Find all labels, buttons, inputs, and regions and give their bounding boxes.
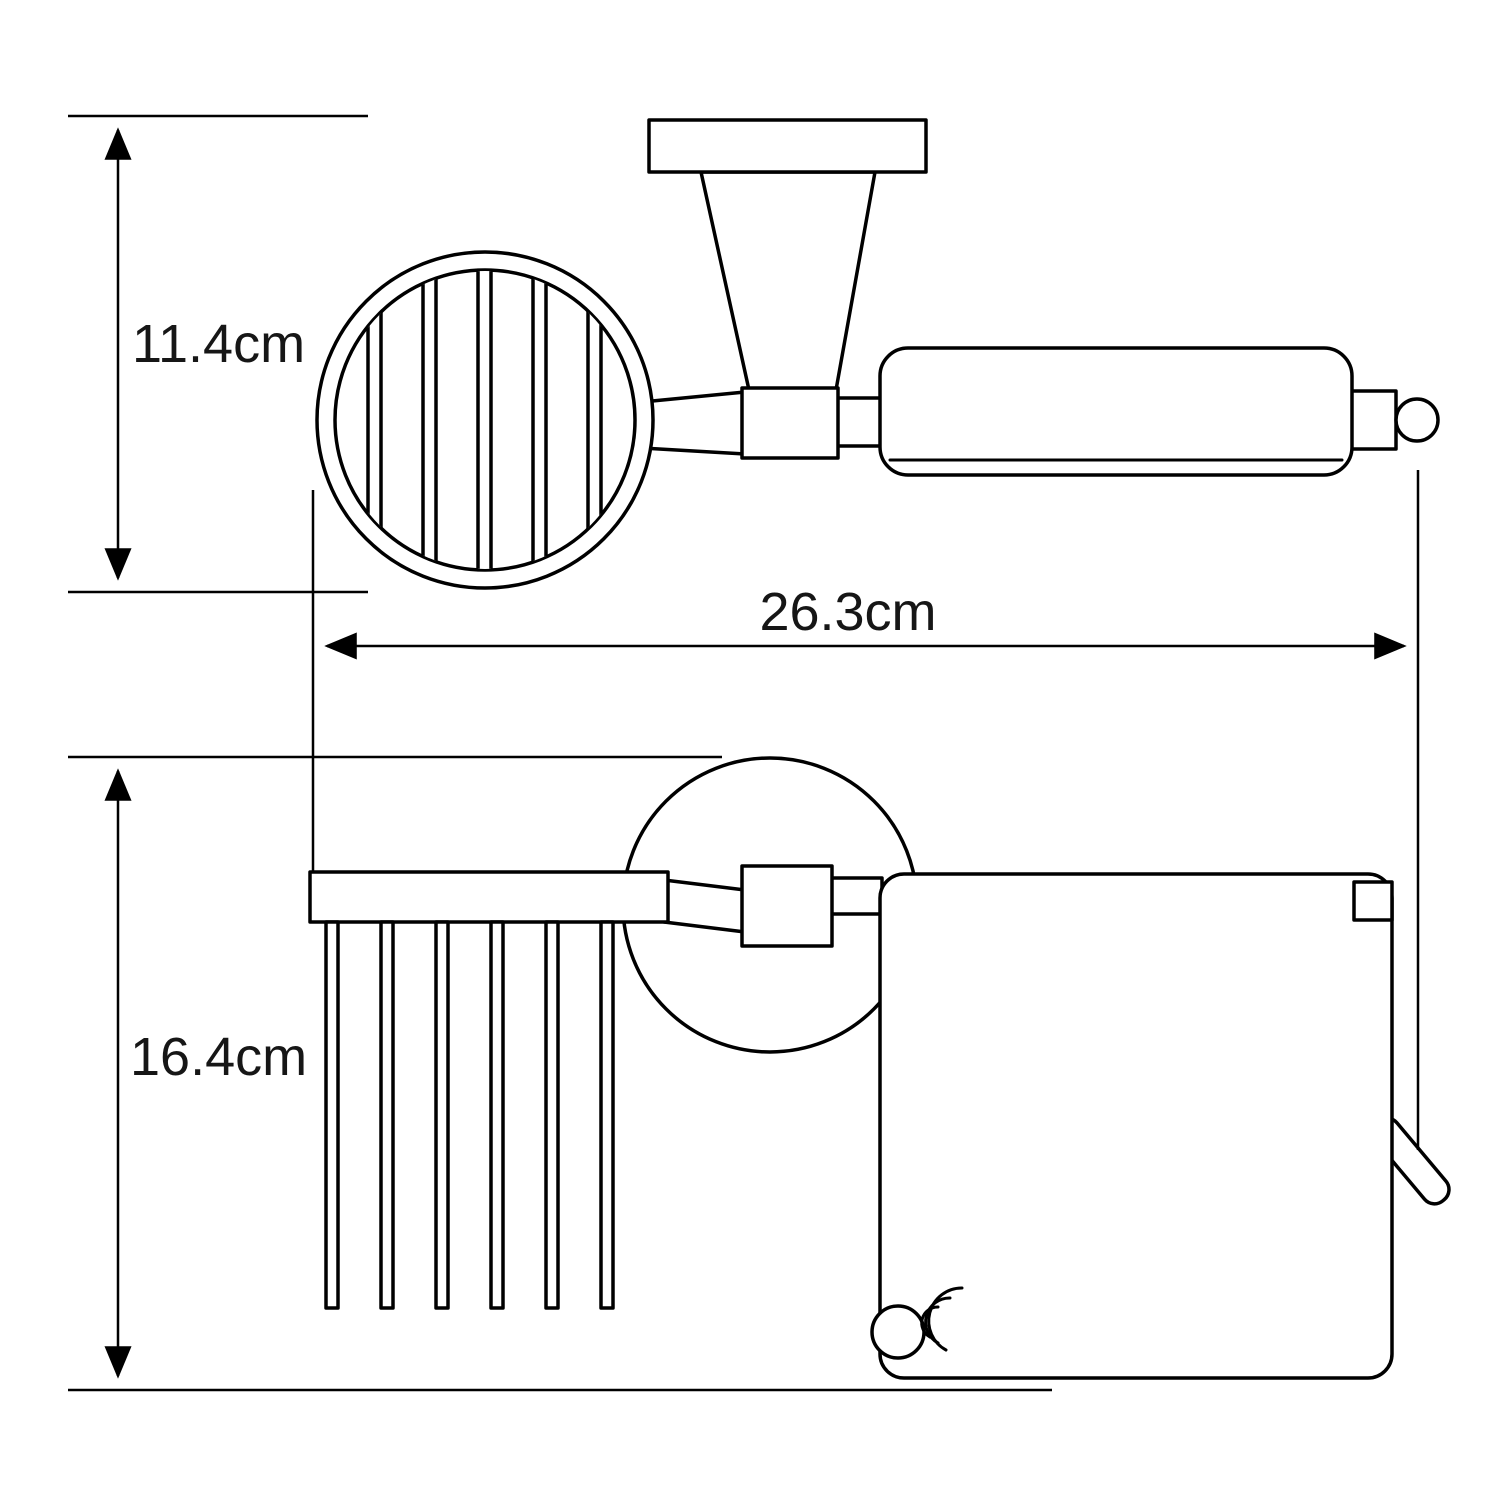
rack-prong [599, 920, 615, 1310]
basket-wire [531, 271, 548, 569]
basket-wire [421, 271, 438, 569]
top-view [315, 118, 1440, 590]
wire-rack-prongs [324, 920, 615, 1310]
dimension-label-top-height: 11.4cm [132, 314, 305, 374]
rack-prong [379, 920, 395, 1310]
rack-prong [434, 920, 450, 1310]
tear-mark [924, 1296, 952, 1345]
front-view [308, 756, 1451, 1380]
front-mount-block [740, 864, 834, 948]
tear-mark [920, 1305, 940, 1339]
basket-wires [366, 271, 603, 569]
wire-rack-rail [308, 870, 670, 924]
dimension-top-view-height: 11.4cm [68, 114, 368, 594]
dimension-front-view-height: 16.4cm [68, 755, 1052, 1392]
rack-prong [489, 920, 505, 1310]
mount-block [740, 386, 840, 460]
dimension-label-front-height: 16.4cm [130, 1027, 307, 1087]
rack-prong [324, 920, 340, 1310]
holder-arm [834, 396, 886, 448]
knob-stub [1346, 389, 1398, 451]
basket-wire [476, 271, 493, 569]
cover-arm [826, 876, 884, 916]
roll-holder-top [878, 346, 1354, 477]
dimension-overall-width: 26.3cm [311, 470, 1420, 1150]
mount-cone [699, 170, 877, 392]
dimension-label-overall-width: 26.3cm [759, 582, 936, 642]
basket-wire [586, 271, 603, 569]
basket-arm [640, 390, 747, 456]
basket-wire [366, 271, 383, 569]
thumb-notch [870, 1304, 926, 1360]
tear-marks [920, 1286, 964, 1352]
rack-prong [544, 920, 560, 1310]
rail-taper [662, 878, 747, 934]
end-knob [1394, 397, 1440, 443]
wall-plate [647, 118, 928, 174]
hinge-tab [1352, 880, 1394, 922]
paper-holder-cover [878, 872, 1394, 1380]
